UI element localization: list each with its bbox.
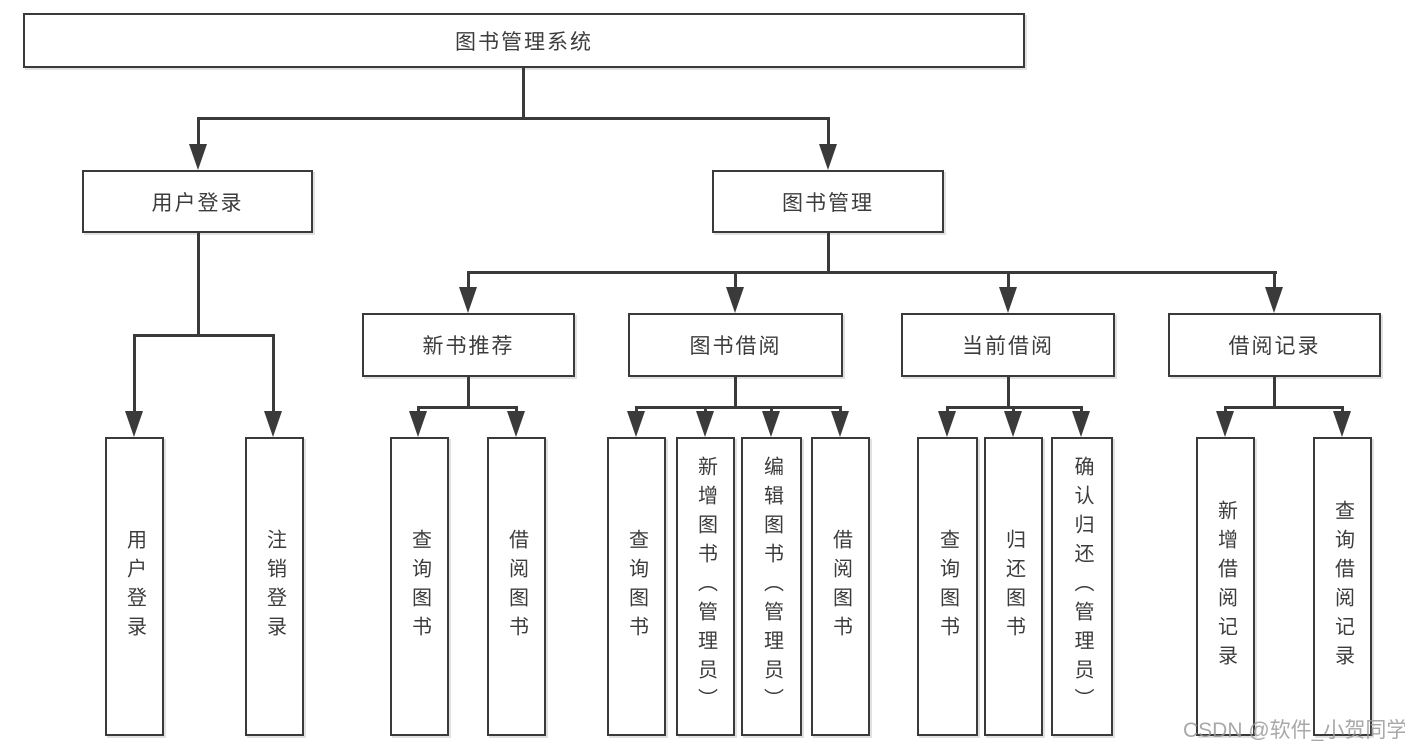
arrow-down-icon	[1216, 411, 1234, 437]
node-label: 图书借阅	[689, 335, 782, 358]
connector-line	[1007, 271, 1010, 291]
connector-line	[467, 271, 1277, 274]
connector-line	[1007, 377, 1010, 409]
node-label: 编辑图书（管理员）	[760, 456, 783, 717]
leaf-borrow-books: 借阅图书	[811, 437, 870, 736]
arrow-down-icon	[819, 144, 837, 170]
leaf-confirm-return-admin: 确认归还（管理员）	[1051, 437, 1113, 736]
node-label: 用户登录	[151, 191, 244, 215]
node-label: 新书推荐	[422, 335, 515, 358]
node-new-book-recommend: 新书推荐	[362, 313, 575, 377]
arrow-down-icon	[726, 287, 744, 313]
connector-line	[734, 271, 737, 291]
node-label: 用户登录	[123, 528, 146, 645]
leaf-logout: 注销登录	[245, 437, 304, 736]
connector-line	[467, 271, 470, 291]
connector-line	[467, 377, 470, 409]
arrow-down-icon	[189, 144, 207, 170]
leaf-user-login: 用户登录	[105, 437, 164, 736]
connector-line	[827, 233, 830, 274]
node-label: 注销登录	[263, 528, 286, 645]
arrow-down-icon	[1265, 287, 1283, 313]
leaf-add-books-admin: 新增图书（管理员）	[676, 437, 735, 736]
node-book-management: 图书管理	[712, 170, 944, 233]
arrow-down-icon	[999, 287, 1017, 313]
node-label: 查询借阅记录	[1331, 499, 1354, 674]
arrow-down-icon	[762, 411, 780, 437]
leaf-return-books: 归还图书	[984, 437, 1043, 736]
arrow-down-icon	[507, 411, 525, 437]
connector-line	[827, 117, 830, 149]
arrow-down-icon	[1333, 411, 1351, 437]
node-label: 借阅图书	[829, 528, 852, 645]
connector-line	[635, 406, 842, 409]
arrow-down-icon	[409, 411, 427, 437]
node-book-borrow: 图书借阅	[628, 313, 843, 377]
connector-line	[1273, 377, 1276, 409]
node-borrow-records: 借阅记录	[1168, 313, 1381, 377]
arrow-down-icon	[831, 411, 849, 437]
node-label: 确认归还（管理员）	[1071, 456, 1093, 717]
node-label: 归还图书	[1002, 528, 1025, 645]
arrow-down-icon	[938, 411, 956, 437]
watermark: CSDN @软件_小贺同学	[1183, 719, 1405, 742]
connector-line	[1224, 406, 1344, 409]
node-current-borrow: 当前借阅	[901, 313, 1115, 377]
connector-line	[1273, 271, 1276, 291]
node-label: 查询图书	[936, 528, 959, 645]
arrow-down-icon	[627, 411, 645, 437]
node-label: 新增图书（管理员）	[694, 456, 717, 717]
node-user-login: 用户登录	[82, 170, 313, 233]
node-label: 新增借阅记录	[1214, 499, 1237, 674]
node-label: 图书管理系统	[455, 30, 593, 54]
connector-line	[272, 334, 275, 414]
arrow-down-icon	[125, 411, 143, 437]
leaf-query-books-recommend: 查询图书	[390, 437, 449, 736]
leaf-query-borrow-record: 查询借阅记录	[1313, 437, 1372, 736]
leaf-borrow-books-recommend: 借阅图书	[487, 437, 546, 736]
arrow-down-icon	[1072, 411, 1090, 437]
connector-line	[417, 406, 518, 409]
arrow-down-icon	[264, 411, 282, 437]
connector-line	[522, 68, 525, 118]
node-label: 借阅记录	[1228, 335, 1321, 358]
node-label: 当前借阅	[962, 335, 1054, 358]
leaf-query-books-borrow: 查询图书	[607, 437, 666, 736]
connector-line	[197, 117, 200, 149]
connector-line	[734, 377, 737, 409]
connector-line	[133, 334, 136, 414]
arrow-down-icon	[459, 287, 477, 313]
node-label: 查询图书	[408, 528, 431, 645]
leaf-edit-books-admin: 编辑图书（管理员）	[741, 437, 802, 736]
arrow-down-icon	[1004, 411, 1022, 437]
leaf-add-borrow-record: 新增借阅记录	[1196, 437, 1255, 736]
connector-line	[133, 334, 275, 337]
node-label: 查询图书	[625, 528, 648, 645]
connector-line	[197, 117, 829, 120]
connector-line	[197, 233, 200, 336]
node-label: 图书管理	[782, 191, 874, 215]
node-root: 图书管理系统	[23, 13, 1025, 68]
node-label: 借阅图书	[505, 528, 528, 645]
arrow-down-icon	[696, 411, 714, 437]
leaf-query-books-current: 查询图书	[917, 437, 978, 736]
